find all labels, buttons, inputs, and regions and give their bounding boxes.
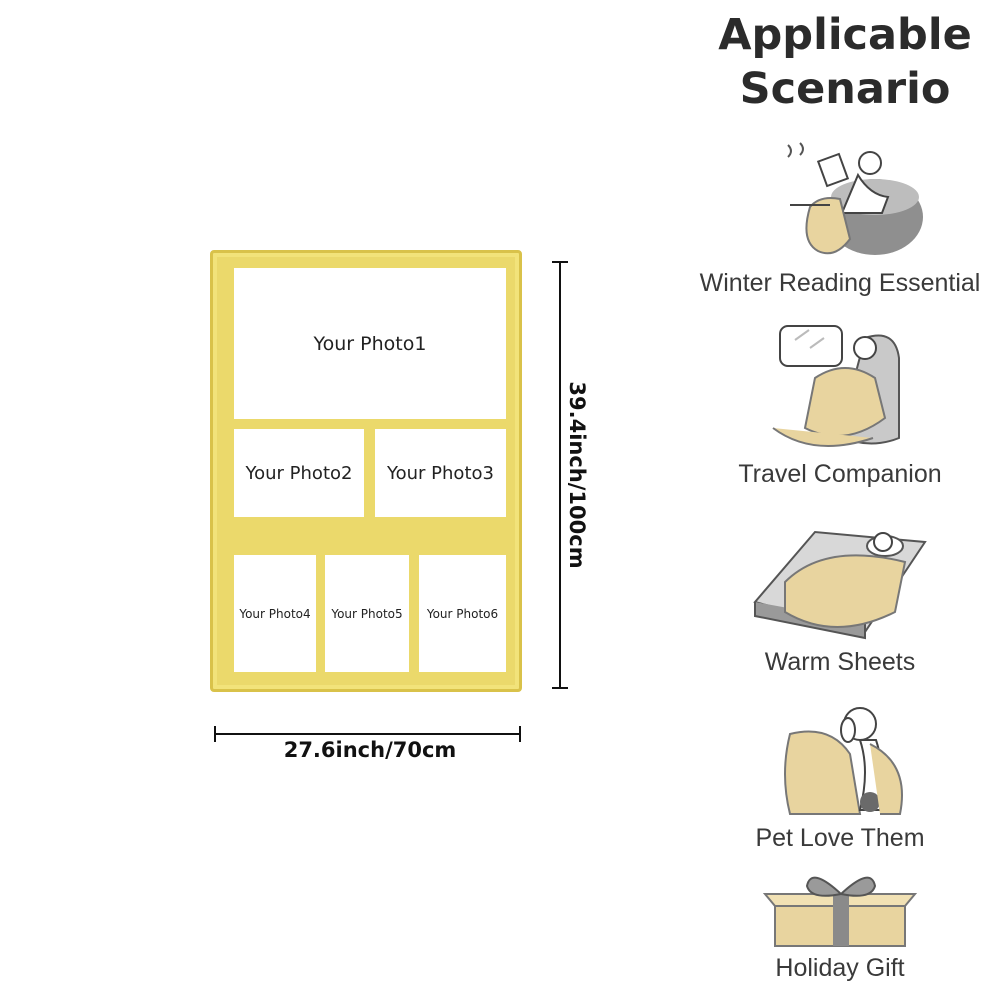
photo-slot-3: Your Photo3 [375,429,506,517]
scenario-bed: Warm Sheets [690,522,990,677]
width-dimension-cap-left [214,726,216,742]
scenario-reading: Winter Reading Essential [690,135,990,298]
scenario-label-dog: Pet Love Them [755,824,925,852]
scenario-dog: Pet Love Them [690,704,990,853]
blanket-mockup: Your Photo1 Your Photo2 Your Photo3 Your… [210,250,522,692]
photo-slot-2: Your Photo2 [234,429,364,517]
scenario-label-bed: Warm Sheets [764,648,916,676]
photo-slot-5: Your Photo5 [325,555,409,672]
photo-slot-6: Your Photo6 [419,555,506,672]
scenario-travel: Travel Companion [690,318,990,489]
scenario-label-travel: Travel Companion [738,460,942,488]
width-dimension-line [215,733,520,735]
width-dimension-cap-right [519,726,521,742]
travel-icon [772,325,900,447]
scenario-label-reading: Winter Reading Essential [699,269,981,297]
bed-icon [753,530,927,640]
height-dimension-cap-top [552,261,568,263]
height-dimension-cap-bottom [552,687,568,689]
gift-icon [762,876,918,947]
height-dimension-label: 39.4inch/100cm [565,381,589,569]
reading-icon [787,142,923,255]
height-dimension-line [559,262,561,688]
photo-slot-4: Your Photo4 [234,555,316,672]
dog-icon [784,707,903,815]
scenario-title: Applicable Scenario [718,10,972,114]
photo-slot-1: Your Photo1 [234,268,506,419]
scenario-gift: Holiday Gift [690,872,990,983]
scenario-label-gift: Holiday Gift [775,954,905,982]
width-dimension-label: 27.6inch/70cm [283,738,457,762]
